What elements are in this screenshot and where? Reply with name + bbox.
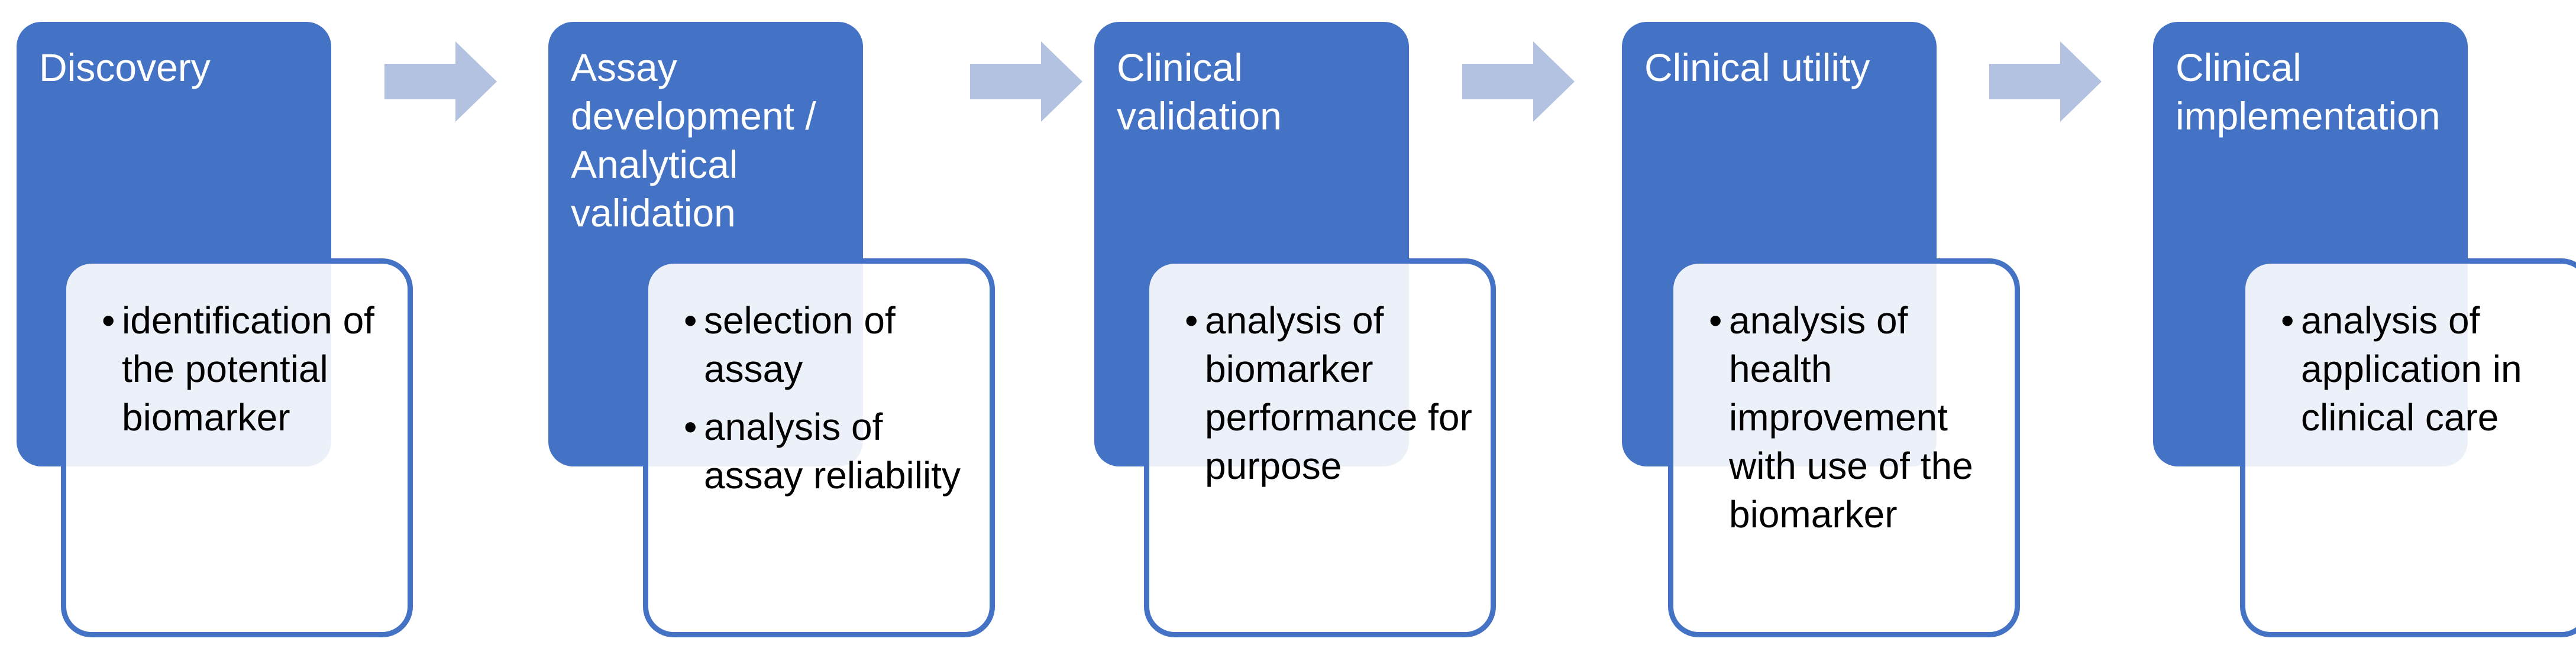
bullet-item: identification of the potential biomarke… — [102, 296, 409, 442]
stage-title: Assay development / Analytical validatio… — [571, 46, 816, 235]
stage-5-title-box: Clinical implementation — [2153, 22, 2468, 466]
stage-1-detail-box: identification of the potential biomarke… — [61, 258, 413, 637]
stage-title: Clinical implementation — [2176, 46, 2441, 138]
stage-3-detail-box: analysis of biomarker performance for pu… — [1144, 258, 1496, 637]
bullet-item: analysis of application in clinical care — [2281, 296, 2576, 442]
stage-2-detail-box: selection of assay analysis of assay reli… — [643, 258, 995, 637]
bullet-list: selection of assay analysis of assay reli… — [684, 296, 991, 509]
arrow-right-icon — [384, 41, 497, 122]
bullet-list: analysis of application in clinical care — [2281, 296, 2576, 451]
stage-title: Clinical utility — [1644, 46, 1870, 89]
bullet-list: analysis of biomarker performance for pu… — [1185, 296, 1492, 500]
stage-5-detail-box: analysis of application in clinical care — [2240, 258, 2576, 637]
bullet-item: analysis of biomarker performance for pu… — [1185, 296, 1492, 490]
stage-title: Discovery — [39, 46, 211, 89]
stage-4-detail-box: analysis of health improvement with use … — [1668, 258, 2020, 637]
bullet-list: identification of the potential biomarke… — [102, 296, 409, 451]
bullet-item: analysis of health improvement with use … — [1709, 296, 2016, 539]
arrow-right-icon — [1462, 41, 1575, 122]
arrow-right-icon — [970, 41, 1082, 122]
bullet-item: analysis of assay reliability — [684, 403, 991, 500]
bullet-item: selection of assay — [684, 296, 991, 393]
stage-title: Clinical validation — [1117, 46, 1282, 138]
bullet-list: analysis of health improvement with use … — [1709, 296, 2016, 548]
arrow-right-icon — [1989, 41, 2102, 122]
